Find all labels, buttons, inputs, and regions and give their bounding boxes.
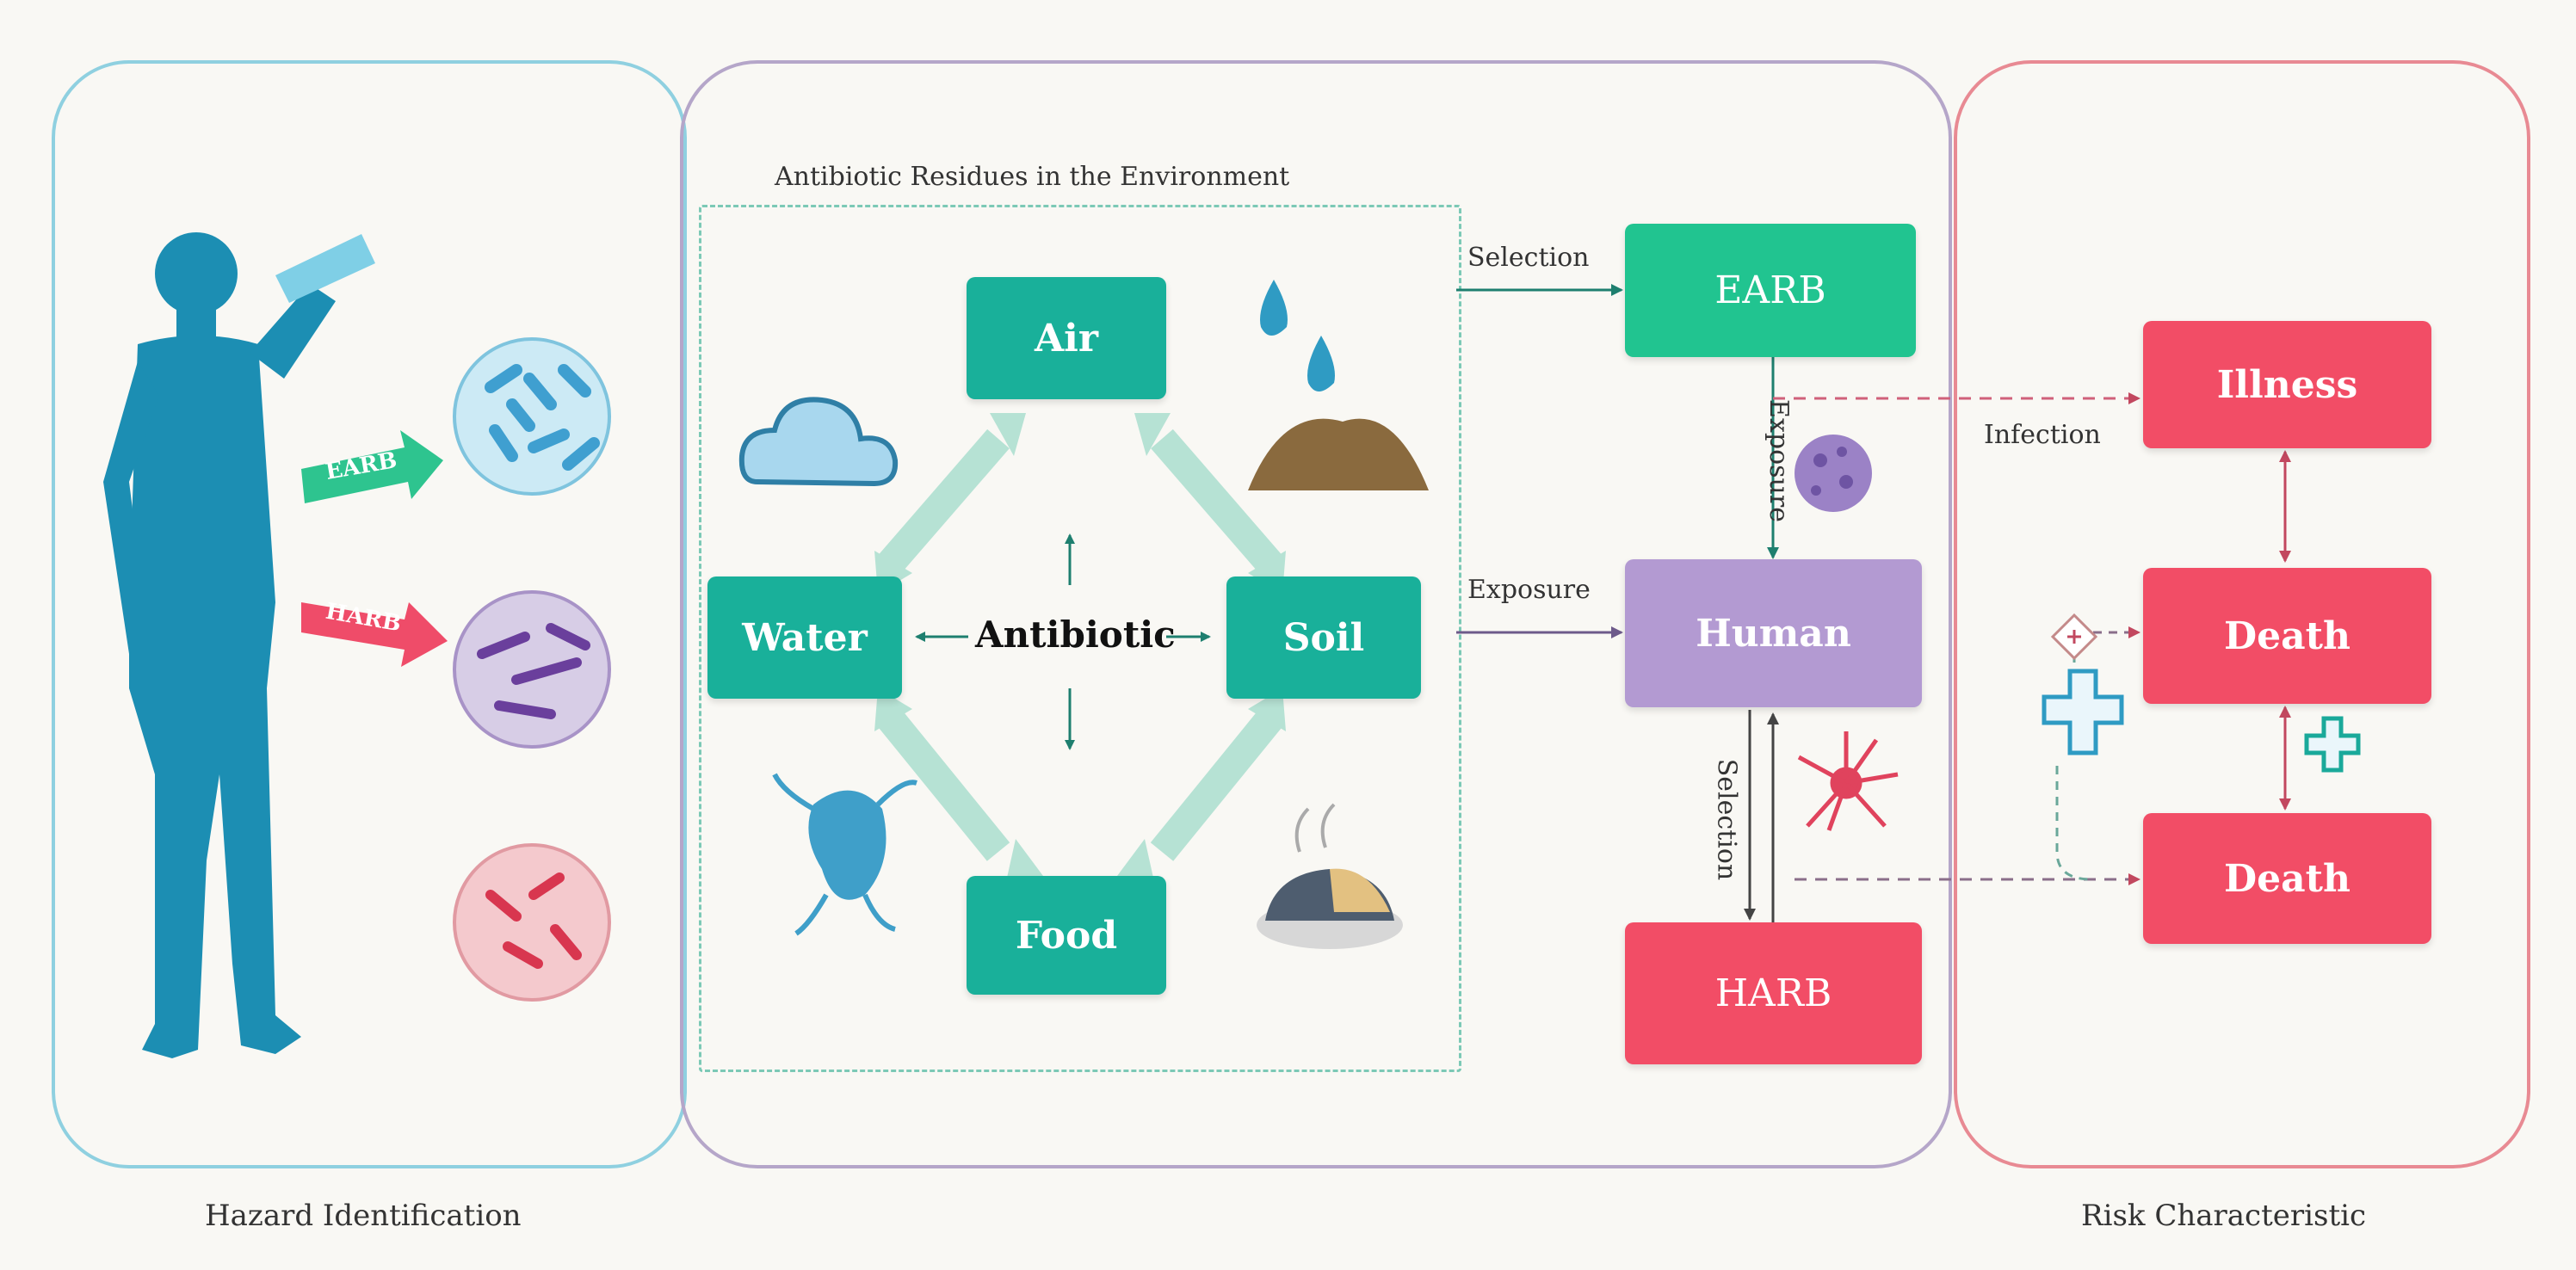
environment-panel <box>680 60 1952 1168</box>
water-drops-icon <box>1260 280 1335 391</box>
node-harb: HARB <box>1625 922 1922 1064</box>
node-air: Air <box>967 277 1166 399</box>
node-soil: Soil <box>1226 576 1421 699</box>
virus-red-icon <box>1797 731 1899 831</box>
node-human: Human <box>1625 559 1922 707</box>
bacteria-blue-icon <box>453 337 611 496</box>
node-death-2: Death <box>2143 813 2431 944</box>
risk-panel <box>1954 60 2530 1168</box>
earb-arrow-icon <box>301 430 443 503</box>
soil-pile-icon <box>1248 418 1429 490</box>
antibiotic-label: Antibiotic <box>975 613 1176 656</box>
cloud-icon <box>738 397 899 487</box>
risk-caption: Risk Characteristic <box>2081 1199 2367 1233</box>
food-plate-icon <box>1257 803 1403 949</box>
hazard-panel <box>52 60 687 1168</box>
selection-label-top: Selection <box>1467 243 1590 273</box>
exposure-label-mid: Exposure <box>1467 575 1591 605</box>
environment-dashed-box <box>699 205 1461 1072</box>
bacteria-red-icon <box>453 843 611 1002</box>
node-earb: EARB <box>1625 224 1916 357</box>
node-food: Food <box>967 876 1166 995</box>
person-drinking-icon <box>103 232 375 1058</box>
hazard-caption: Hazard Identification <box>205 1199 522 1233</box>
cycle-arrows <box>874 428 1286 861</box>
selection-label-vertical: Selection <box>1711 758 1742 881</box>
harb-arrow-icon <box>301 602 448 667</box>
infection-label: Infection <box>1984 420 2101 450</box>
environment-title: Antibiotic Residues in the Environment <box>775 162 1290 192</box>
node-illness: Illness <box>2143 321 2431 448</box>
medical-cross-icon <box>2042 613 2361 773</box>
node-death-1: Death <box>2143 568 2431 704</box>
node-water: Water <box>707 576 902 699</box>
antibiotic-arrows <box>915 533 1211 750</box>
exposure-label-vertical: Exposure <box>1763 399 1794 522</box>
virus-purple-icon <box>1795 435 1872 512</box>
microbe-icon <box>772 773 917 936</box>
bacteria-purple-icon <box>453 590 611 749</box>
